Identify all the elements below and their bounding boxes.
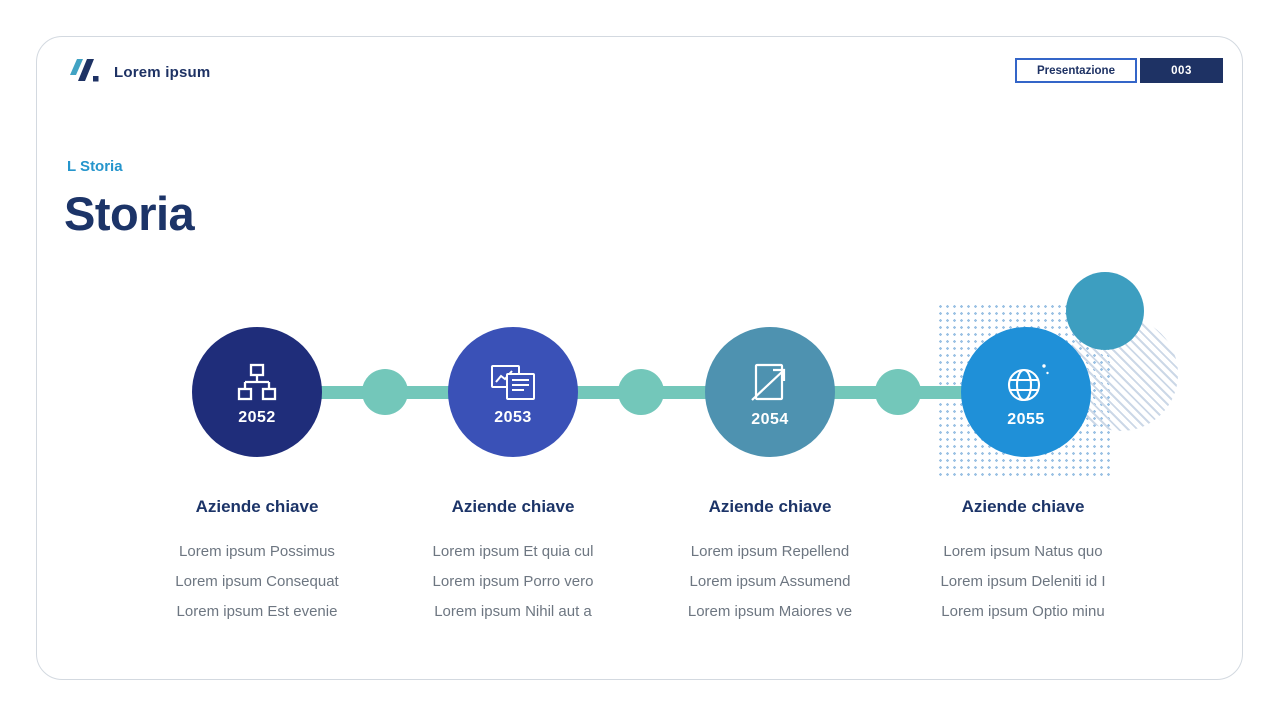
timeline-year: 2052 [238,409,276,426]
milestone-details-2053: Aziende chiave Lorem ipsum Et quia cul L… [383,497,643,633]
milestone-line: Lorem ipsum Nihil aut a [434,603,592,620]
milestone-line: Lorem ipsum Natus quo [943,543,1103,560]
slide-frame [36,36,1243,680]
browser-chart-icon [490,363,536,403]
milestone-line: Lorem ipsum Deleniti id I [940,573,1106,590]
logo-text: Lorem ipsum [114,64,211,81]
timeline-connector-dot [618,369,664,415]
milestone-heading: Aziende chiave [961,497,1085,516]
page-title: Storia [64,187,195,240]
timeline-node-2053: 2053 [448,327,578,457]
milestone-line: Lorem ipsum Optio minu [941,603,1105,620]
milestone-line: Lorem ipsum Est evenie [176,603,338,620]
milestone-line: Lorem ipsum Consequat [175,573,339,590]
milestone-line: Lorem ipsum Repellend [690,543,850,560]
org-chart-icon [234,363,280,403]
milestone-heading: Aziende chiave [708,497,832,516]
milestone-details-2052: Aziende chiave Lorem ipsum Possimus Lore… [127,497,387,633]
milestone-line: Lorem ipsum Et quia cul [432,543,594,560]
milestone-heading: Aziende chiave [451,497,575,516]
timeline-year: 2055 [1007,411,1045,428]
timeline-connector-dot [362,369,408,415]
timeline-year: 2054 [751,411,789,428]
document-arrow-icon [747,361,793,405]
milestone-details-2055: Aziende chiave Lorem ipsum Natus quo Lor… [893,497,1153,633]
section-eyebrow: L Storia [67,158,123,175]
teal-circle-decoration [1066,272,1144,350]
milestone-heading: Aziende chiave [195,497,319,516]
milestone-line: Lorem ipsum Porro vero [432,573,594,590]
timeline-year: 2053 [494,409,532,426]
page-number-badge: 003 [1140,58,1223,83]
milestone-line: Lorem ipsum Maiores ve [687,603,853,620]
logo-icon [68,56,102,89]
timeline-node-2052: 2052 [192,327,322,457]
presentation-button: Presentazione [1015,58,1137,83]
timeline-node-2054: 2054 [705,327,835,457]
milestone-line: Lorem ipsum Assumend [689,573,851,590]
timeline-node-2055: 2055 [961,327,1091,457]
logo: Lorem ipsum [68,56,210,89]
milestone-line: Lorem ipsum Possimus [179,543,335,560]
globe-icon [1002,361,1050,405]
milestone-details-2054: Aziende chiave Lorem ipsum Repellend Lor… [640,497,900,633]
timeline-connector-dot [875,369,921,415]
